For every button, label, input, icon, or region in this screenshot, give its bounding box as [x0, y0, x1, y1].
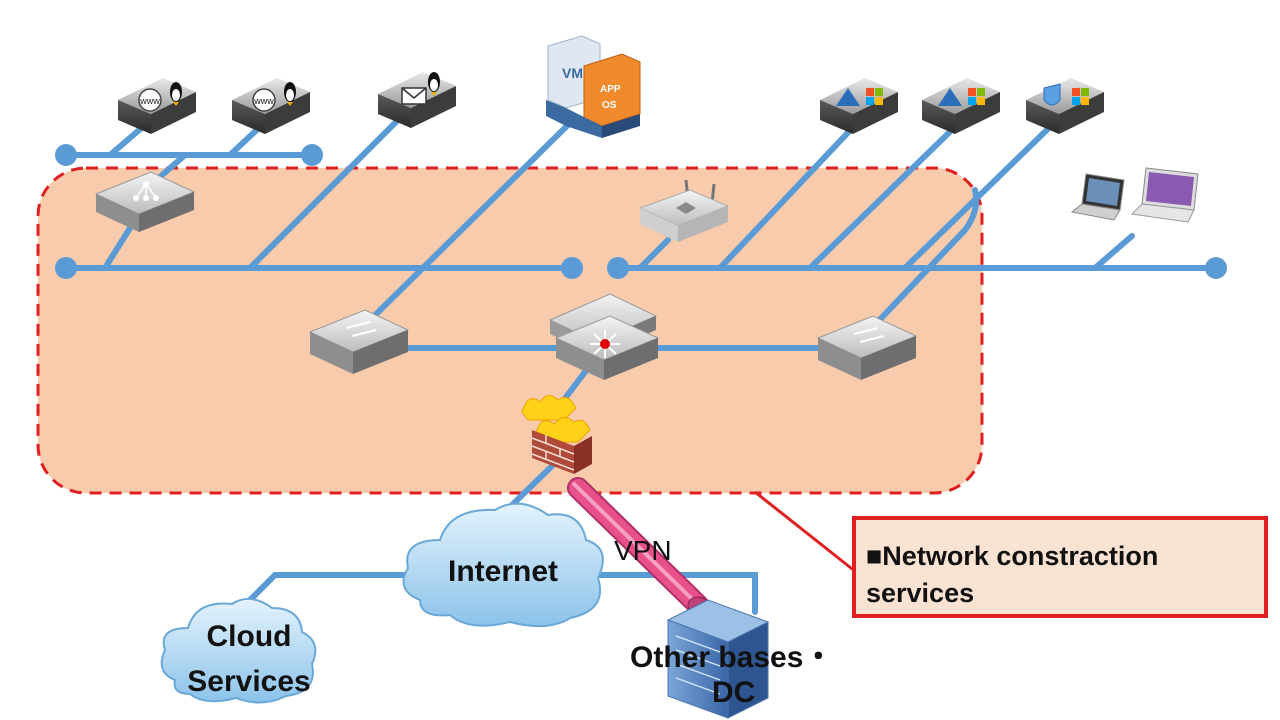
laptop-icon — [1130, 167, 1199, 223]
other-bases-label: Other bases・ — [630, 641, 834, 674]
svg-text:OS: OS — [602, 100, 617, 111]
network-links — [63, 115, 1219, 615]
directory-server-icon — [922, 78, 1000, 134]
web-server-icon: www — [232, 78, 310, 134]
segment-endpoints — [55, 144, 1227, 279]
building-icon — [666, 599, 770, 719]
cloud-services-cloud — [160, 597, 317, 704]
core-switch-icon — [548, 293, 660, 380]
web-server-icon: www — [118, 78, 196, 134]
svg-text:APP: APP — [600, 84, 621, 95]
svg-text:www: www — [253, 96, 274, 106]
firewall-icon — [521, 395, 592, 474]
switch-icon — [308, 309, 410, 374]
directory-server-icon — [820, 78, 898, 134]
mail-server-icon — [378, 72, 456, 128]
virtual-machine-icon: VM APP OS — [546, 35, 641, 138]
internet-cloud — [402, 502, 604, 628]
cloud-services-label: Cloud Services — [187, 620, 311, 698]
vpn-label: VPN — [614, 535, 672, 566]
load-balancer-icon — [94, 171, 196, 232]
wireless-access-point-icon — [638, 179, 730, 242]
laptop-icon — [1070, 173, 1125, 221]
switch-icon — [816, 315, 918, 380]
svg-text:VM: VM — [562, 65, 583, 81]
callout-box: ■Network constraction services — [852, 516, 1268, 618]
internal-network-zone — [36, 166, 984, 495]
callout-connector — [754, 490, 857, 574]
svg-text:www: www — [139, 96, 160, 106]
callout-text: ■Network constraction services — [866, 541, 1159, 608]
security-server-icon — [1026, 78, 1104, 134]
internet-label: Internet — [448, 555, 559, 588]
dc-label: DC — [712, 676, 756, 709]
